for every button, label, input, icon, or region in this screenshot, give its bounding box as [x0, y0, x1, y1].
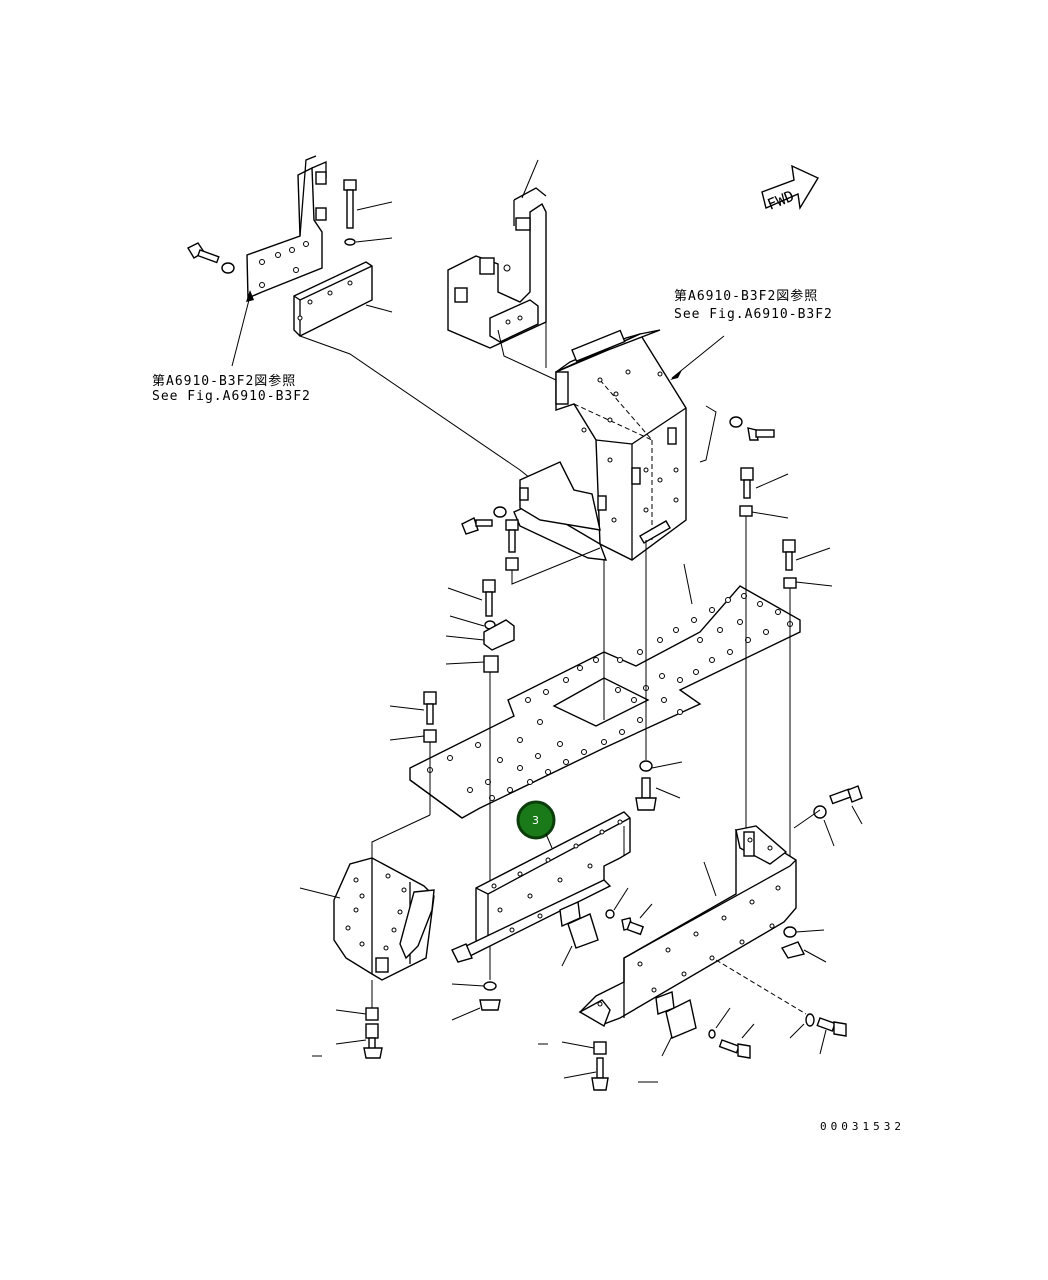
mid-right-bolts — [635, 760, 863, 847]
drawing-number: 00031532 — [820, 1120, 905, 1133]
vertical-bolt-top-left — [343, 179, 357, 246]
central-console-tower — [513, 329, 725, 561]
spacer-block — [293, 261, 373, 337]
right-lower-rail — [578, 809, 821, 1057]
upper-left-bracket-group — [187, 155, 531, 479]
plate-holes — [427, 593, 793, 801]
callout-circle — [516, 800, 556, 840]
lower-left-fasteners — [312, 981, 501, 1059]
main-floor-plate — [409, 563, 801, 819]
ref-text-jp-right: 第A6910-B3F2図参照 — [674, 288, 818, 304]
callout-badge-3[interactable]: 3 — [516, 800, 556, 840]
upper-left-bracket-plate — [246, 166, 323, 300]
left-bolt-stack — [389, 691, 437, 743]
right-upper-fasteners — [699, 405, 833, 589]
lower-left-housing — [299, 857, 435, 1008]
fwd-direction-arrow: FWD — [761, 164, 820, 214]
horizontal-bolt-left — [187, 242, 235, 274]
lower-right-fasteners — [538, 926, 847, 1091]
bracket-tab — [315, 171, 327, 185]
callout-number: 3 — [532, 814, 539, 827]
ref-text-en-left: See Fig.A6910-B3F2 — [152, 389, 311, 404]
rail-bracket-item-3 — [451, 811, 653, 967]
left-middle-fasteners — [445, 506, 601, 673]
ref-text-jp-left: 第A6910-B3F2図参照 — [152, 373, 296, 389]
upper-center-bracket — [447, 159, 557, 381]
ref-text-en-right: See Fig.A6910-B3F2 — [674, 307, 833, 322]
